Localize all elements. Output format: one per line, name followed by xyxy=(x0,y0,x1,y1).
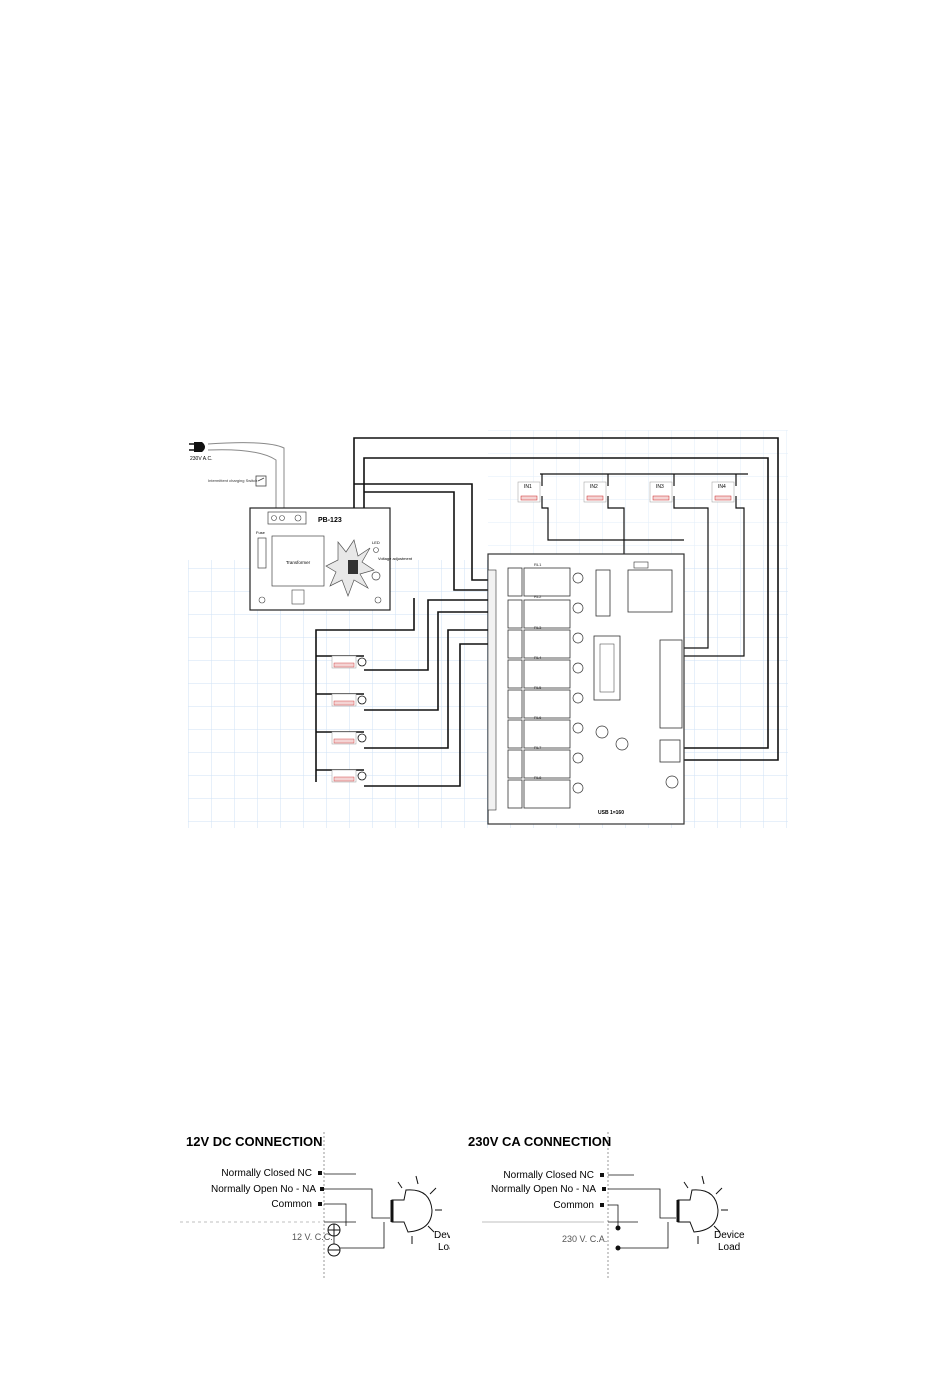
dc-common-label: Common xyxy=(271,1199,312,1210)
input-3-label: IN3 xyxy=(656,484,664,490)
voltage-adjust-label: Voltage adjustment xyxy=(378,556,413,561)
negative-terminal-icon xyxy=(327,1243,341,1257)
relay-7-label: RL7 xyxy=(534,745,542,750)
mains-label: 230V A.C. xyxy=(190,456,213,462)
heatsink-icon xyxy=(325,539,375,597)
relay-6-label: RL6 xyxy=(534,715,542,720)
ac-load-label-2: Load xyxy=(718,1242,740,1253)
ac-load-label-1: Device xyxy=(714,1230,745,1241)
ac-nc-label: Normally Closed NC xyxy=(503,1170,594,1181)
relay-1-label: RL1 xyxy=(534,562,542,567)
ac-connection-title: 230V CA CONNECTION xyxy=(468,1134,611,1149)
supply-wires xyxy=(353,437,779,761)
dc-nc-label: Normally Closed NC xyxy=(221,1168,312,1179)
ac-terminal-dot xyxy=(615,1245,621,1251)
wiring-diagram: 230V A.C. Intermittent charging Switch P… xyxy=(188,430,788,828)
relay-board: RL1 RL2 RL3 RL4 RL5 RL6 RL7 RL8 USB 1=16… xyxy=(487,553,685,825)
input-2-label: IN2 xyxy=(590,484,598,490)
light-bulb-icon xyxy=(676,1175,728,1244)
dc-connection-title: 12V DC CONNECTION xyxy=(186,1134,323,1149)
board-label: USB 1=160 xyxy=(598,810,624,816)
dc-no-label: Normally Open No - NA xyxy=(211,1184,316,1195)
relay-4-label: RL4 xyxy=(534,655,542,660)
transformer-label: Transformer xyxy=(286,560,311,565)
input-labels: IN1 IN2 IN3 IN4 xyxy=(517,481,735,503)
dc-connection-diagram: 12V DC CONNECTION Normally Closed NC Nor… xyxy=(180,1132,450,1278)
ac-wiring xyxy=(482,1174,676,1249)
ac-no-label: Normally Open No - NA xyxy=(491,1184,596,1195)
relay-8-label: RL8 xyxy=(534,775,542,780)
ac-connection-diagram: 230V CA CONNECTION Normally Closed NC No… xyxy=(468,1132,745,1278)
relay-3-label: RL3 xyxy=(534,625,542,630)
relay-5-label: RL5 xyxy=(534,685,542,690)
switch-label: Intermittent charging Switch xyxy=(208,478,257,483)
dc-load-label-2: Load xyxy=(438,1242,450,1253)
load-lamps xyxy=(331,655,367,783)
input-4-label: IN4 xyxy=(718,484,726,490)
dc-load-label-1: Device xyxy=(434,1230,450,1241)
led-label: LED xyxy=(372,540,380,545)
power-supply-module: PB-123 Fuse Transformer LED Voltage adju… xyxy=(249,507,413,611)
relay-2-label: RL2 xyxy=(534,594,542,599)
input-1-label: IN1 xyxy=(524,484,532,490)
ac-common-label: Common xyxy=(553,1200,594,1211)
charging-switch-icon xyxy=(255,475,267,487)
ac-supply-label: 230 V. C.A. xyxy=(562,1234,607,1244)
positive-terminal-icon xyxy=(327,1223,341,1237)
power-supply-model: PB-123 xyxy=(318,517,342,524)
dc-wiring xyxy=(180,1173,390,1249)
mains-plug-icon xyxy=(189,442,205,452)
ac-terminal-dot xyxy=(615,1225,621,1231)
load-wires xyxy=(315,598,488,787)
fuse-label: Fuse xyxy=(256,530,266,535)
dc-supply-label: 12 V. C.C. xyxy=(292,1232,333,1242)
light-bulb-icon xyxy=(390,1175,442,1244)
